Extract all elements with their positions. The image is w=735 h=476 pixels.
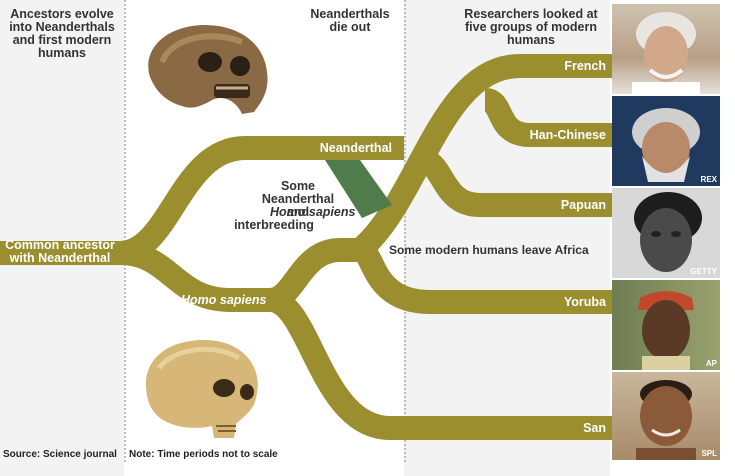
interbreeding-line3: interbreeding xyxy=(234,218,314,232)
label-french: French xyxy=(564,59,606,73)
face-french-icon xyxy=(632,12,700,94)
photo-papuan: GETTY xyxy=(612,188,720,280)
label-papuan: Papuan xyxy=(560,198,606,212)
header-researchers: Researchers looked at five groups of mod… xyxy=(464,7,598,47)
sapiens-skull-image xyxy=(145,340,258,438)
label-common-ancestor: Common ancestor with Neanderthal xyxy=(5,238,115,265)
label-yoruba: Yoruba xyxy=(563,295,606,309)
footer-note: Note: Time periods not to scale xyxy=(129,449,278,460)
branch-sapiens-upper xyxy=(267,238,360,312)
credit-ap: AP xyxy=(705,359,717,368)
label-neanderthal: Neanderthal xyxy=(319,141,392,155)
face-han-icon xyxy=(632,108,700,182)
header-ancestors: Ancestors evolve into Neanderthals and f… xyxy=(9,7,115,60)
photo-san: SPL xyxy=(612,372,720,462)
column-ancestors-bg xyxy=(0,0,124,476)
photo-yoruba: AP xyxy=(612,280,720,372)
label-san: San xyxy=(583,421,606,435)
credit-getty: GETTY xyxy=(690,267,717,276)
interbreeding-band xyxy=(325,160,392,218)
photo-han-chinese: REX xyxy=(612,96,720,188)
label-interbreeding: Some Neanderthal and Homo sapiens interb… xyxy=(210,179,355,232)
credit-spl: SPL xyxy=(701,449,717,458)
divider-2 xyxy=(404,0,406,462)
branch-outafrica xyxy=(351,54,612,260)
neanderthal-skull-image xyxy=(148,24,268,115)
footer-source: Source: Science journal xyxy=(3,449,117,460)
face-yoruba-icon xyxy=(638,291,694,370)
face-san-icon xyxy=(636,380,696,460)
interbreeding-line1: Some Neanderthal and xyxy=(261,179,335,219)
label-leave-africa: Some modern humans leave Africa xyxy=(389,243,589,257)
branch-han xyxy=(482,88,612,147)
interbreeding-italic: Homo sapiens xyxy=(270,205,356,219)
label-han-chinese: Han-Chinese xyxy=(529,128,606,142)
credit-rex: REX xyxy=(700,175,717,184)
branch-papuan xyxy=(418,148,612,217)
label-homo-sapiens: Homo sapiens xyxy=(181,293,267,307)
branch-sapiens xyxy=(119,241,270,312)
branch-san xyxy=(267,288,612,440)
photo-french xyxy=(612,4,720,96)
divider-1 xyxy=(124,0,126,462)
face-papuan-icon xyxy=(634,192,702,272)
header-neanderthals-die-out: Neanderthals die out xyxy=(310,7,390,34)
